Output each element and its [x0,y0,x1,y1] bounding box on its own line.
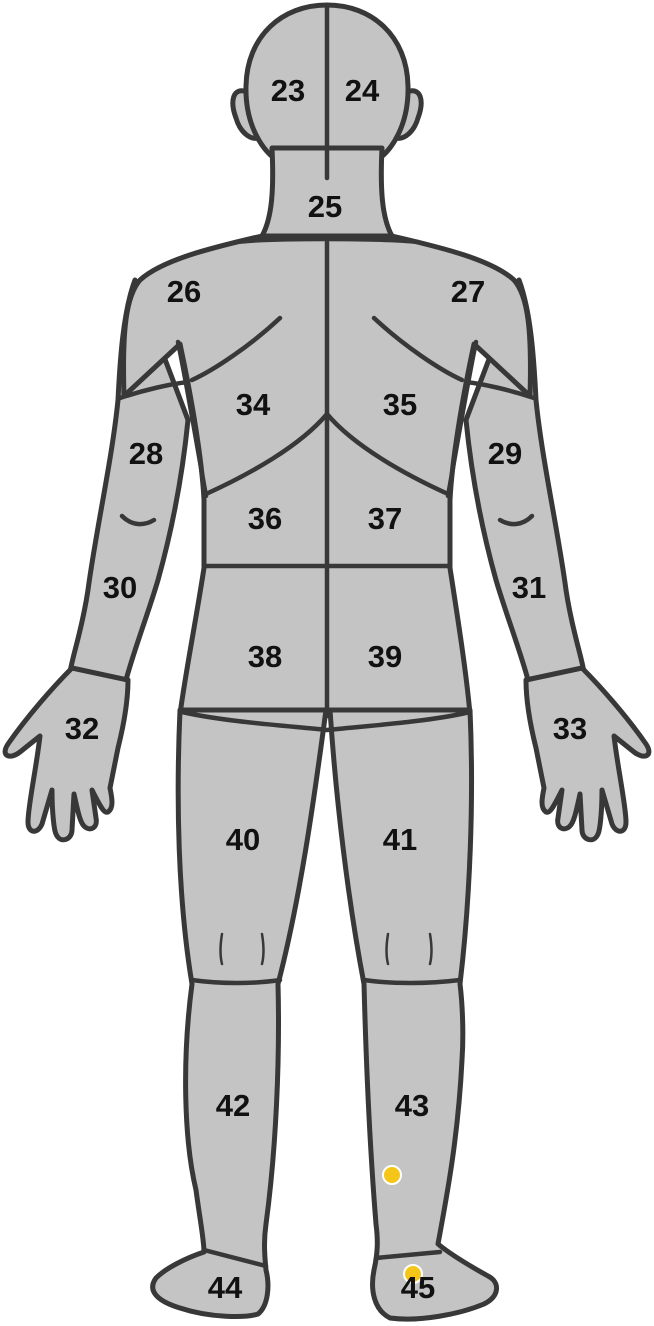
region-label-35[interactable]: 35 [383,387,417,422]
left-leg[interactable] [150,707,329,1319]
right-elbow-crease [497,513,535,527]
upper-back-v-line [203,411,451,497]
right-knee-crease-b [428,932,433,966]
left-shoulder-blade-curve [189,315,283,383]
right-shoulder-blade-curve [371,315,465,383]
right-wrist-line [523,665,585,683]
region-label-25[interactable]: 25 [308,189,342,224]
region-label-43[interactable]: 43 [395,1088,429,1123]
right-arm[interactable] [463,277,587,683]
region-label-45[interactable]: 45 [401,1270,435,1305]
region-label-24[interactable]: 24 [345,73,380,108]
markers [382,1165,423,1284]
region-label-44[interactable]: 44 [208,1270,243,1305]
left-knee-crease-b [260,932,265,966]
right-ankle-line [373,1249,443,1261]
region-label-32[interactable]: 32 [65,711,99,746]
neck-shoulder-line [233,236,421,245]
region-label-26[interactable]: 26 [167,274,201,309]
region-label-42[interactable]: 42 [216,1088,250,1123]
marker-dot[interactable] [403,1264,423,1284]
region-label-23[interactable]: 23 [271,73,305,108]
left-armpit-line [175,339,209,499]
region-labels: 23 24 25 26 27 28 29 30 31 32 33 34 35 3… [65,73,587,1305]
right-armpit-line [445,339,479,499]
left-hand[interactable] [2,665,131,843]
right-knee-line [361,977,463,986]
marker-dot[interactable] [382,1165,402,1185]
region-label-30[interactable]: 30 [103,570,137,605]
left-elbow-crease [119,513,157,527]
region-label-29[interactable]: 29 [488,436,522,471]
left-knee-crease-a [219,932,224,966]
region-label-40[interactable]: 40 [226,822,260,857]
region-label-28[interactable]: 28 [129,436,163,471]
region-label-27[interactable]: 27 [451,274,485,309]
region-label-33[interactable]: 33 [553,711,587,746]
region-label-31[interactable]: 31 [512,570,546,605]
right-knee-crease-a [385,932,390,966]
left-upper-arm-line [117,379,191,401]
region-label-38[interactable]: 38 [248,639,282,674]
left-ankle-line [201,1247,269,1269]
left-arm[interactable] [67,277,191,683]
region-boundaries [69,5,585,1269]
right-upper-arm-line [463,379,537,401]
region-label-41[interactable]: 41 [383,822,417,857]
region-label-37[interactable]: 37 [368,501,402,536]
region-label-36[interactable]: 36 [248,501,282,536]
region-label-39[interactable]: 39 [368,639,402,674]
region-label-34[interactable]: 34 [236,387,271,422]
right-hand[interactable] [523,665,652,843]
left-wrist-line [69,665,131,683]
left-knee-line [189,977,283,986]
buttock-line [179,709,473,733]
right-leg[interactable] [327,707,499,1322]
